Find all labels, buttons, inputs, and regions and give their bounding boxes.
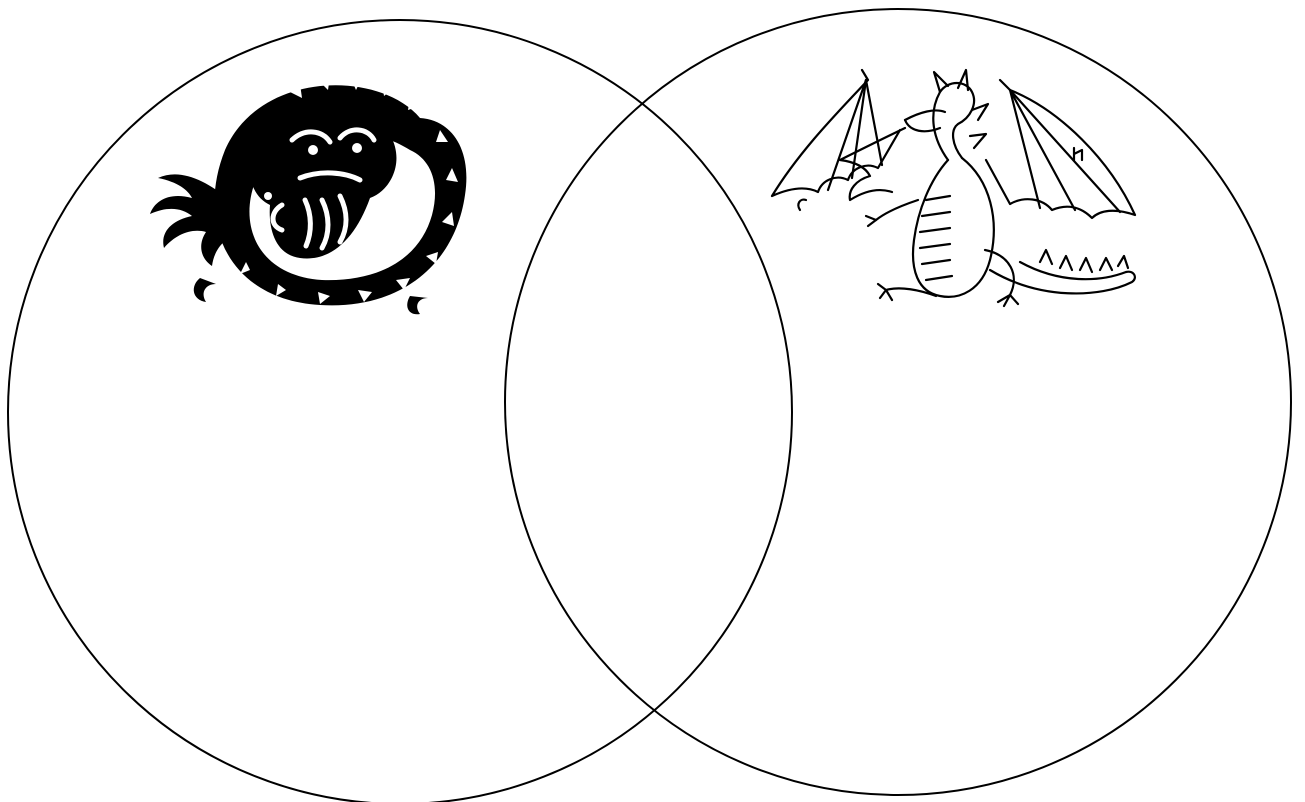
european-dragon-icon bbox=[772, 70, 1135, 306]
chinese-dragon-icon bbox=[150, 76, 466, 314]
venn-circle-right bbox=[505, 9, 1291, 795]
